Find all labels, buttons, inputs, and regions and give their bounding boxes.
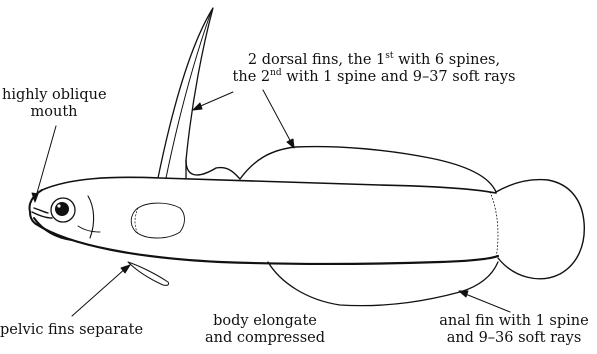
arrow-dorsal1-head [193,103,202,110]
label-body-line1: body elongate [195,313,335,330]
label-anal: anal fin with 1 spine and 9–36 soft rays [432,313,596,347]
arrows [32,90,510,316]
caudal-fin [496,180,584,279]
pelvic-fin [128,262,169,285]
first-dorsal-fin-ray [166,12,211,178]
first-dorsal-fin [158,8,213,178]
label-mouth-line2: mouth [2,104,106,121]
arrow-dorsal2 [263,90,292,144]
label-mouth-line1: highly oblique [2,87,106,104]
label-dorsal-line2-post: with 1 spine and 9–37 soft rays [282,69,516,85]
label-anal-line1: anal fin with 1 spine [432,313,596,330]
pectoral-fin-base [135,208,138,234]
body-ventral-outline [36,224,498,264]
label-dorsal-line2-pre: the 2 [233,69,271,85]
arrow-anal [463,293,510,312]
second-dorsal-fin [186,147,496,192]
eye-highlight [57,204,60,207]
anal-fin [268,262,498,306]
arrow-anal-head [459,291,468,297]
label-anal-line2: and 9–36 soft rays [432,330,596,347]
label-dorsal-line1-pre: 2 dorsal fins, the 1 [248,52,385,68]
mouth-line [32,208,52,218]
arrow-pelvic [72,268,126,316]
label-mouth: highly oblique mouth [2,87,106,121]
label-dorsal-line1: 2 dorsal fins, the 1st with 6 spines, [214,52,534,69]
label-body: body elongate and compressed [195,313,335,347]
label-pelvic-text: pelvic fins separate [0,322,154,339]
label-dorsal: 2 dorsal fins, the 1st with 6 spines, th… [214,52,534,86]
label-body-line2: and compressed [195,330,335,347]
caudal-base-dotted [490,192,498,258]
eye-pupil [55,202,69,216]
label-dorsal-line1-post: with 6 spines, [394,52,501,68]
label-pelvic: pelvic fins separate [0,322,154,339]
arrow-dorsal2-head [287,139,294,148]
cheek-line [78,226,100,232]
body-dorsal-outline [42,177,496,193]
label-dorsal-line2: the 2nd with 1 spine and 9–37 soft rays [214,69,534,86]
label-dorsal-line2-sup: nd [270,68,282,78]
pectoral-fin [131,203,184,238]
arrow-dorsal1 [196,92,233,108]
label-dorsal-line1-sup: st [385,51,393,61]
